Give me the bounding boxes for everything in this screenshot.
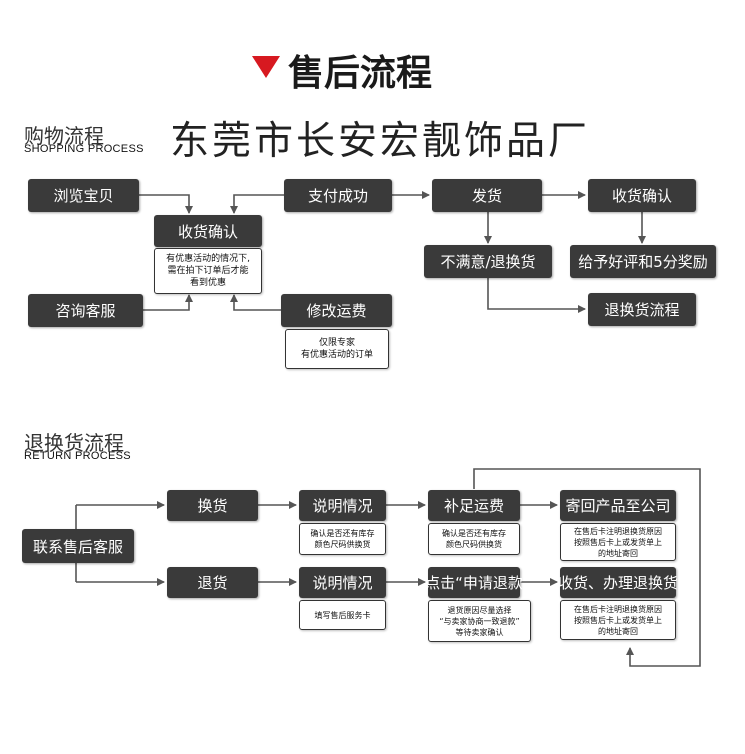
choose-refund-note-line: 等待卖家确认 — [455, 627, 504, 637]
expert-note-line: 有优惠活动的订单 — [300, 350, 373, 360]
card-reason-note-2: 在售后卡注明退换货原因 按照售后卡上或发货单上 的地址寄回 — [560, 600, 676, 640]
line-consult-to-confirm — [143, 294, 193, 311]
click-refund-box: 点击“申请退款 — [425, 567, 523, 598]
browse-box: 浏览宝贝 — [28, 179, 139, 212]
explain-situation-box-2: 说明情况 — [299, 567, 386, 598]
stock-note-1-line: 确认是否还有库存 — [310, 529, 375, 538]
expert-note: 仅限专家 有优惠活动的订单 — [285, 329, 389, 369]
explain-situation-box-1: 说明情况 — [299, 490, 386, 521]
promo-note-line: 看到优惠 — [189, 278, 226, 288]
modify-shipping-fee-box: 修改运费 — [281, 294, 392, 327]
card-reason-note-1: 在售后卡注明退换货原因 按照售后卡上或发货单上 的地址寄回 — [560, 523, 676, 561]
company-name: 东莞市长安宏靓饰品厂 — [170, 119, 591, 164]
card-reason-note-2-line: 按照售后卡上或发货单上 — [574, 615, 662, 625]
unsatisfied-box: 不满意/退换货 — [424, 245, 552, 278]
line-modify-to-confirm — [230, 294, 281, 311]
card-reason-note-1-line: 的地址寄回 — [598, 548, 638, 558]
consult-service-box: 咨询客服 — [28, 294, 143, 327]
return-flow-box: 退换货流程 — [588, 293, 696, 326]
choose-refund-note-line: “与卖家协商一致退款” — [439, 616, 520, 626]
line-sendback-loop-top — [473, 468, 701, 667]
choose-refund-note: 退货原因尽量选择 “与卖家协商一致退款” 等待卖家确认 — [428, 600, 531, 642]
exchange-box: 换货 — [167, 490, 258, 521]
stock-note-2-line: 确认是否还有库存 — [442, 529, 506, 538]
triangle-down-icon — [252, 56, 280, 78]
page-title: 售后流程 — [288, 53, 433, 94]
card-reason-note-1-line: 按照售后卡上或发货单上 — [574, 537, 662, 547]
promo-note: 有优惠活动的情况下, 需在拍下订单后才能 看到优惠 — [154, 248, 262, 294]
card-reason-note-2-line: 的地址寄回 — [598, 626, 638, 636]
top-up-shipping-box: 补足运费 — [428, 490, 520, 521]
fill-card-note-line: 填写售后服务卡 — [314, 610, 371, 620]
return-title-en: RETURN PROCESS — [24, 450, 131, 462]
card-reason-note-2-line: 在售后卡注明退换货原因 — [574, 604, 662, 614]
contact-service-box: 联系售后客服 — [22, 529, 134, 563]
ship-box: 发货 — [432, 179, 542, 212]
stock-note-2-line: 颜色尺码供换货 — [446, 540, 502, 549]
line-unsatisfied-to-return — [487, 278, 586, 313]
line-pay-to-confirm — [230, 194, 284, 214]
expert-note-line: 仅限专家 — [318, 338, 355, 348]
fill-card-note: 填写售后服务卡 — [299, 600, 386, 630]
line-browse-to-confirm — [139, 194, 193, 214]
receive-confirm-box-left: 收货确认 — [154, 215, 262, 247]
promo-note-line: 需在拍下订单后才能 — [167, 266, 249, 276]
return-title-cn: 退换货流程 — [24, 431, 124, 455]
stock-note-1-line: 颜色尺码供换货 — [314, 540, 371, 549]
promo-note-line: 有优惠活动的情况下, — [166, 254, 250, 264]
stock-note-1: 确认是否还有库存 颜色尺码供换货 — [299, 523, 386, 555]
choose-refund-note-line: 退货原因尽量选择 — [447, 605, 512, 615]
page-header: 售后流程 — [252, 42, 512, 94]
card-reason-note-1-line: 在售后卡注明退换货原因 — [574, 526, 662, 536]
good-review-box: 给予好评和5分奖励 — [570, 245, 716, 278]
stock-note-2: 确认是否还有库存 颜色尺码供换货 — [428, 523, 520, 555]
receive-confirm-box-right: 收货确认 — [588, 179, 696, 212]
pay-success-box: 支付成功 — [284, 179, 392, 212]
refund-box: 退货 — [167, 567, 258, 598]
receive-refund-box: 收货、办理退换货 — [558, 567, 678, 598]
send-back-box: 寄回产品至公司 — [560, 490, 676, 521]
shopping-title-cn: 购物流程 — [24, 124, 104, 148]
shopping-title-en: SHOPPING PROCESS — [24, 143, 144, 155]
